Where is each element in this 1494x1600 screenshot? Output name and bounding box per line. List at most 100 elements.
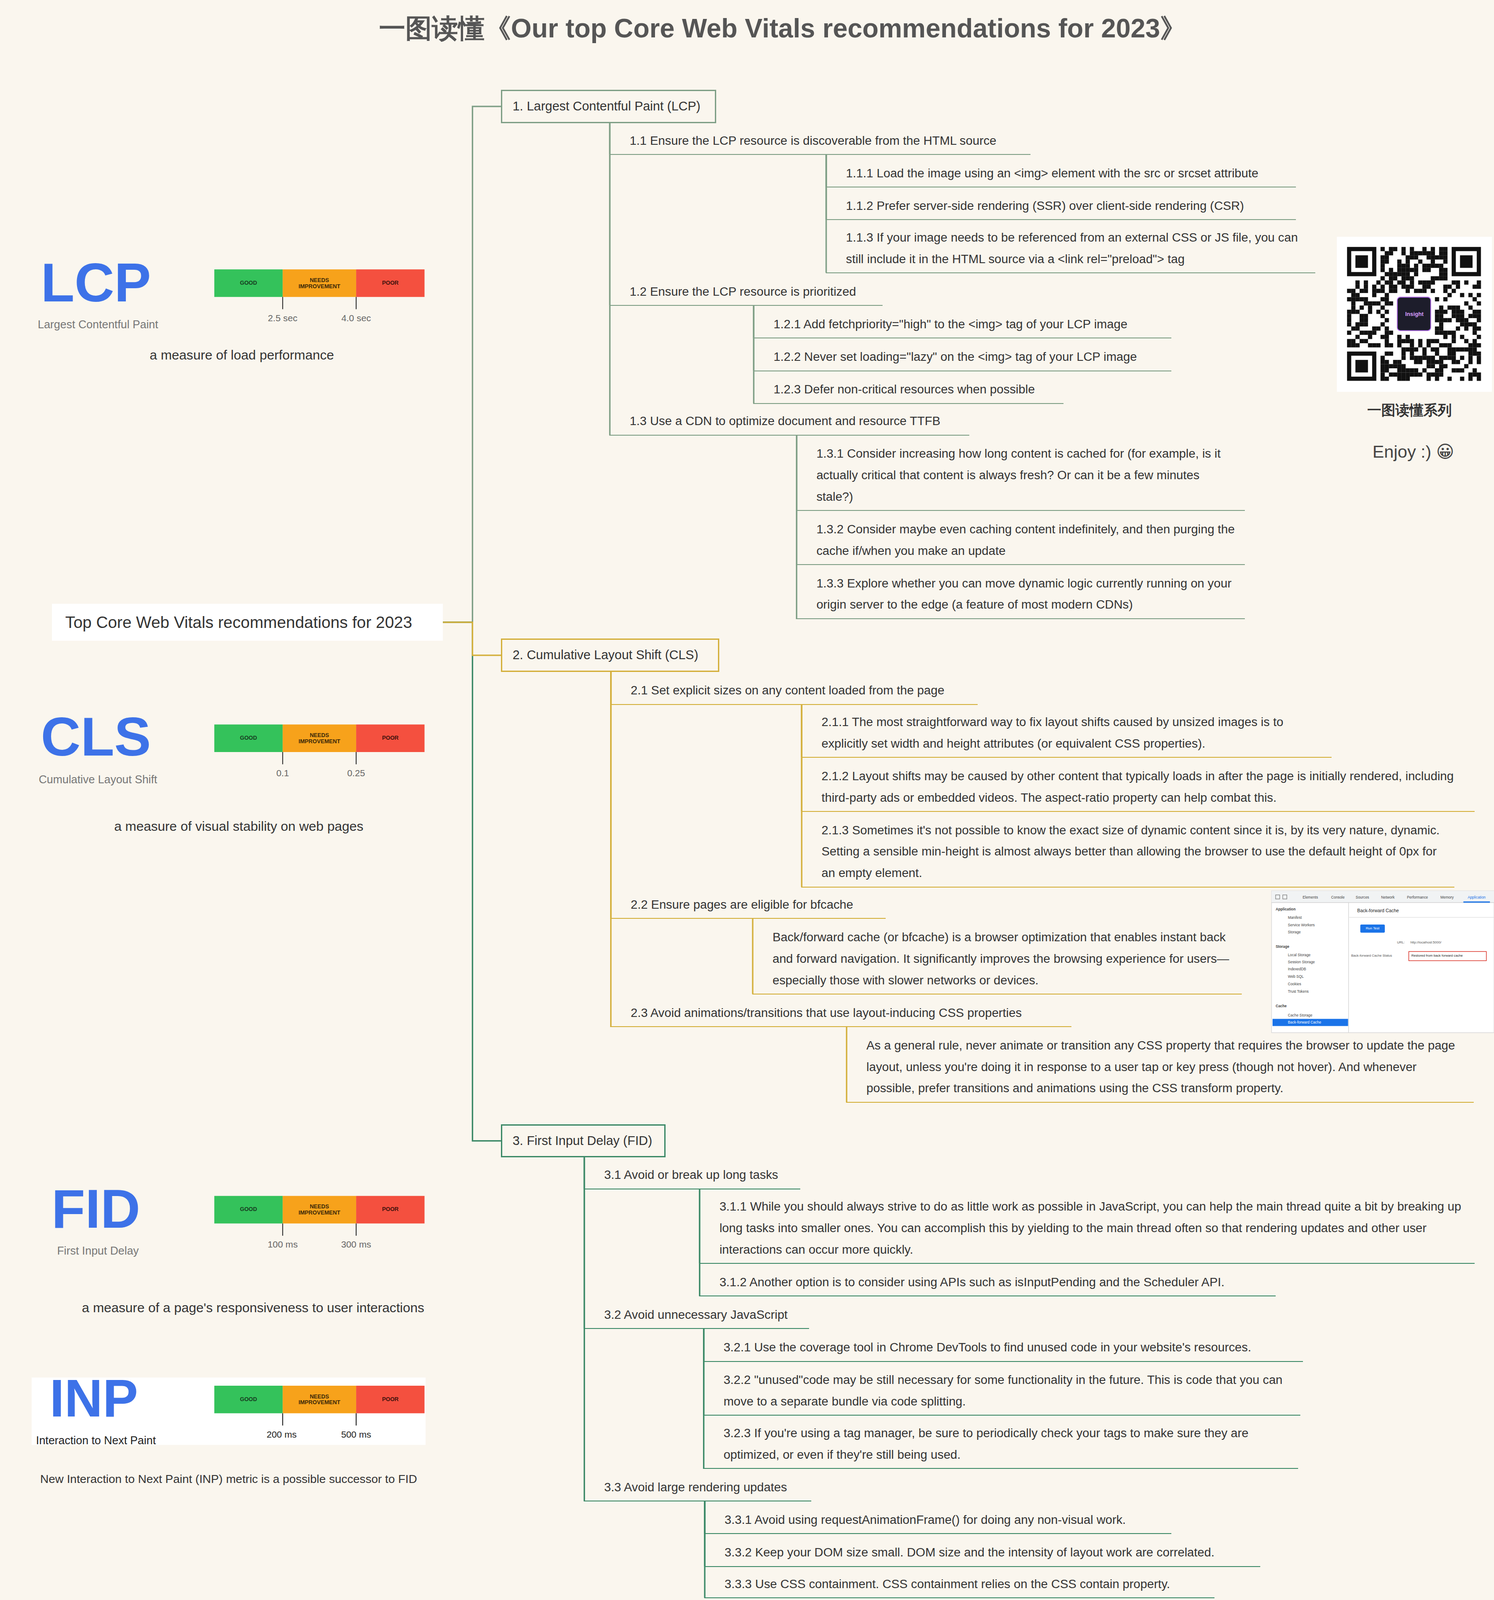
qr-module (1397, 272, 1402, 277)
qr-module (1447, 351, 1452, 357)
topic-item: 3.2 Avoid unnecessary JavaScript (583, 1302, 810, 1330)
qr-module (1464, 347, 1469, 352)
qr-module (1388, 301, 1394, 306)
devtools-item: Web SQL (1287, 974, 1304, 979)
qr-module (1468, 372, 1473, 377)
topic-item: 1.1.1 Load the image using an <img> elem… (825, 160, 1297, 188)
band-label: NEEDS IMPROVEMENT (294, 1393, 346, 1406)
qr-module (1451, 360, 1457, 365)
node-text: Back/forward cache (or bfcache) is a bro… (772, 927, 1237, 992)
qr-module (1426, 355, 1432, 361)
qr-module (1413, 288, 1419, 294)
qr-module (1351, 305, 1356, 310)
topic-item: 1.2.2 Never set loading="lazy" on the <i… (753, 344, 1172, 372)
devtools-rule (1349, 917, 1494, 918)
node-text: 1.2 Ensure the LCP resource is prioritiz… (629, 281, 877, 303)
qr-module (1476, 351, 1482, 357)
qr-module (1351, 301, 1356, 306)
qr-module (1426, 372, 1432, 377)
qr-module (1372, 326, 1377, 332)
qr-module (1405, 263, 1410, 269)
node-text: Top Core Web Vitals recommendations for … (65, 612, 430, 633)
node-text: 2.2 Ensure pages are eligible for bfcach… (630, 894, 880, 917)
devtools-section: Application (1275, 907, 1296, 912)
topic-item: As a general rule, never animate or tran… (846, 1033, 1474, 1103)
qr-module (1438, 330, 1444, 335)
qr-module (1447, 355, 1452, 361)
branch-connector (699, 1188, 701, 1296)
qr-module (1397, 297, 1431, 331)
qr-module (1384, 334, 1390, 340)
qr-module (1384, 280, 1390, 285)
qr-module (1418, 251, 1423, 256)
devtools-tab: Memory (1440, 895, 1454, 900)
topic-item: 2.2 Ensure pages are eligible for bfcach… (610, 892, 886, 920)
qr-module (1401, 351, 1406, 357)
qr-module (1401, 280, 1406, 285)
qr-module (1435, 255, 1440, 260)
devtools-item: Storage (1287, 930, 1301, 935)
node-text: 3.2 Avoid unnecessary JavaScript (603, 1304, 803, 1327)
qr-module (1472, 322, 1477, 327)
qr-module (1476, 355, 1482, 361)
qr-module (1455, 360, 1461, 365)
qr-module (1443, 284, 1448, 290)
qr-module (1476, 360, 1482, 365)
qr-module (1426, 338, 1432, 344)
qr-module (1380, 364, 1385, 369)
devtools-tab: Application (1467, 895, 1486, 900)
branch-connector (610, 672, 612, 1027)
needs-band (282, 1386, 357, 1414)
qr-module (1468, 376, 1473, 382)
threshold-tick (282, 297, 284, 310)
qr-module (1435, 368, 1440, 373)
threshold-tick (355, 1223, 357, 1237)
qr-module (1393, 360, 1398, 365)
qr-module (1351, 326, 1356, 332)
topic-item: 1.3 Use a CDN to optimize document and r… (609, 408, 970, 436)
qr-module (1363, 330, 1369, 335)
qr-module (1443, 255, 1448, 260)
band-label: GOOD (239, 1206, 258, 1214)
qr-module (1346, 246, 1377, 277)
qr-module (1472, 343, 1477, 348)
qr-module (1393, 288, 1398, 294)
qr-module (1384, 309, 1390, 315)
qr-module (1405, 276, 1410, 281)
qr-module (1397, 280, 1402, 285)
qr-module (1413, 268, 1419, 273)
qr-module (1422, 355, 1427, 361)
qr-module (1438, 309, 1444, 315)
qr-module (1447, 330, 1452, 335)
node-text: 2.1.2 Layout shifts may be caused by oth… (821, 765, 1469, 809)
qr-module (1405, 268, 1410, 273)
branch-connector (442, 622, 501, 1141)
qr-module (1455, 280, 1461, 285)
node-text: 1. Largest Contentful Paint (LCP) (512, 97, 705, 116)
qr-module (1413, 251, 1419, 256)
devtools-icon (1275, 895, 1280, 900)
metric-caption: a measure of a page's responsiveness to … (81, 1300, 425, 1317)
devtools-item: IndexedDB (1287, 967, 1307, 972)
topic-item: 3.1.1 While you should always strive to … (699, 1194, 1475, 1265)
band-label: POOR (382, 735, 399, 742)
threshold-value: 2.5 sec (268, 312, 298, 324)
qr-module (1397, 372, 1402, 377)
qr-module (1455, 309, 1461, 315)
qr-module (1422, 268, 1427, 273)
poor-band (356, 1386, 425, 1414)
qr-module (1397, 368, 1402, 373)
node-text: 3. First Input Delay (FID) (512, 1132, 654, 1151)
band-label: NEEDS IMPROVEMENT (294, 1203, 346, 1216)
devtools-item: Service Workers (1287, 923, 1315, 928)
qr-module (1438, 251, 1444, 256)
qr-module (1384, 251, 1390, 256)
topic-item: 3.3 Avoid large rendering updates (583, 1475, 812, 1502)
qr-module (1363, 338, 1369, 344)
qr-module (1401, 263, 1406, 269)
node-text: 3.2.1 Use the coverage tool in Chrome De… (723, 1337, 1298, 1359)
topic-item: 3.3.2 Keep your DOM size small. DOM size… (704, 1540, 1261, 1568)
qr-module (1368, 334, 1373, 340)
qr-module (1359, 288, 1365, 294)
